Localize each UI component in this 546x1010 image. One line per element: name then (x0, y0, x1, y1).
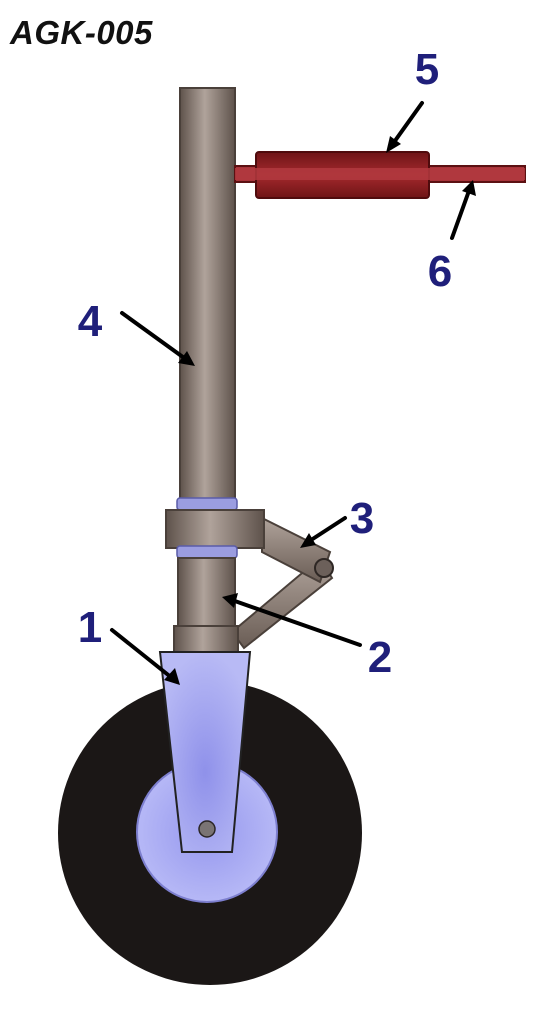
brace-pivot (314, 558, 334, 578)
lower-collar (176, 545, 238, 559)
callout-4: 4 (77, 297, 103, 346)
callout-2: 2 (367, 633, 393, 682)
arrow-3 (306, 516, 347, 544)
axle (198, 820, 216, 838)
diagram-title: AGK-005 (10, 14, 153, 51)
wheel-fork (158, 651, 252, 853)
brace-arm (230, 556, 334, 650)
leader-arrows (110, 101, 472, 680)
lower-tube (177, 557, 236, 629)
upper-collar (176, 497, 238, 511)
callout-3: 3 (349, 494, 375, 543)
arrow-heads (164, 136, 476, 685)
arrow-4 (120, 311, 189, 362)
fork-mount-block (173, 625, 239, 653)
main-tube (179, 87, 236, 509)
arrow-1 (110, 628, 174, 680)
callout-1: 1 (77, 603, 103, 652)
callout-6: 6 (427, 247, 453, 296)
callout-5: 5 (414, 45, 440, 94)
arrow-5 (390, 101, 424, 147)
arrow-2 (230, 598, 362, 647)
arrow-6 (450, 186, 472, 240)
brace-clamp-block (165, 509, 265, 549)
mounting-bar-through (235, 168, 525, 180)
